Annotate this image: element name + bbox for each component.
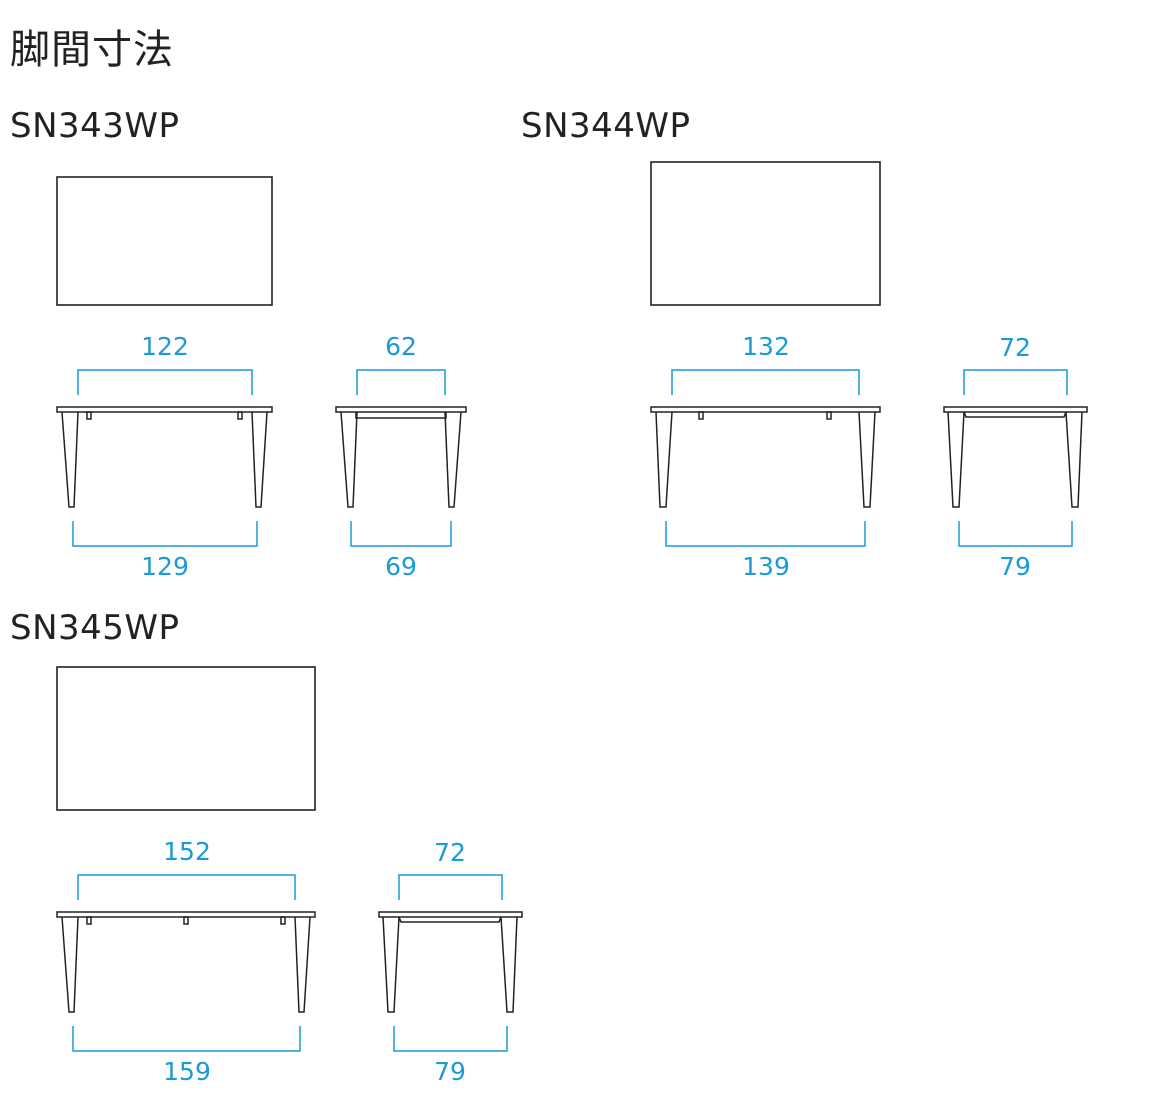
sn345wp-front-view — [56, 911, 316, 1013]
sn343wp-front-leg-span: 129 — [141, 552, 189, 581]
sn345wp-top-view — [56, 666, 316, 811]
model-label-sn343wp: SN343WP — [10, 106, 180, 146]
table-leg — [1065, 411, 1083, 508]
top-span-bracket — [963, 369, 1068, 395]
apron-block — [86, 411, 92, 420]
table-top-edge — [943, 406, 1088, 413]
table-top-edge — [335, 406, 467, 413]
leg-span-bracket — [958, 521, 1073, 547]
sn344wp-top-view — [650, 161, 881, 306]
leg-span-bracket — [72, 1026, 301, 1052]
top-span-bracket — [77, 369, 253, 395]
table-leg — [340, 411, 358, 508]
table-leg — [61, 916, 79, 1013]
table-leg — [61, 411, 79, 508]
side-apron — [398, 916, 502, 923]
table-leg — [251, 411, 268, 508]
sn344wp-side-top-span: 72 — [999, 333, 1031, 362]
sn344wp-front-top-span: 132 — [742, 332, 790, 361]
table-top-edge — [650, 406, 881, 413]
sn343wp-diagram: 122 129 62 69 — [56, 176, 467, 581]
table-leg — [947, 411, 965, 508]
apron-block — [237, 411, 243, 420]
sn343wp-front-view — [56, 406, 273, 508]
side-apron — [963, 411, 1067, 418]
table-leg — [858, 411, 876, 508]
sn343wp-side-view — [335, 406, 467, 508]
apron-block — [826, 411, 832, 420]
table-leg — [500, 916, 518, 1013]
top-span-bracket — [671, 369, 860, 395]
sn343wp-side-dimensions — [350, 369, 452, 547]
table-top-edge — [378, 911, 523, 918]
sn343wp-top-view — [56, 176, 273, 306]
sn345wp-side-leg-span: 79 — [434, 1057, 466, 1086]
sn343wp-front-top-span: 122 — [141, 332, 189, 361]
sn344wp-front-view — [650, 406, 881, 508]
sn345wp-front-top-span: 152 — [163, 837, 211, 866]
page-title: 脚間寸法 — [10, 27, 174, 73]
sn345wp-side-view — [378, 911, 523, 1013]
sn344wp-diagram: 132 139 72 79 — [650, 161, 1088, 581]
sn345wp-side-dimensions — [393, 874, 508, 1052]
apron-block — [86, 916, 92, 925]
table-leg — [444, 411, 462, 508]
sn344wp-side-leg-span: 79 — [999, 552, 1031, 581]
apron-block — [183, 916, 189, 925]
top-span-bracket — [398, 874, 503, 900]
top-span-bracket — [77, 874, 296, 900]
apron-block — [698, 411, 704, 420]
top-span-bracket — [356, 369, 446, 395]
side-apron — [355, 412, 447, 419]
sn345wp-side-top-span: 72 — [434, 838, 466, 867]
apron-block — [280, 916, 286, 925]
model-label-sn344wp: SN344WP — [521, 106, 691, 146]
leg-span-bracket — [665, 521, 866, 547]
leg-span-bracket — [393, 1026, 508, 1052]
table-leg — [655, 411, 673, 508]
table-leg — [294, 916, 311, 1013]
table-top-edge — [56, 406, 273, 413]
model-label-sn345wp: SN345WP — [10, 608, 180, 648]
sn344wp-side-dimensions — [958, 369, 1073, 547]
sn345wp-diagram: 152 159 72 79 — [56, 666, 523, 1086]
sn343wp-side-leg-span: 69 — [385, 552, 417, 581]
sn344wp-side-view — [943, 406, 1088, 508]
leg-span-bracket — [350, 521, 452, 547]
sn344wp-front-dimensions — [665, 369, 866, 547]
leg-span-bracket — [72, 521, 258, 547]
sn343wp-front-dimensions — [72, 369, 258, 547]
sn343wp-side-top-span: 62 — [385, 332, 417, 361]
table-leg — [382, 916, 400, 1013]
sn344wp-front-leg-span: 139 — [742, 552, 790, 581]
sn345wp-front-leg-span: 159 — [163, 1057, 211, 1086]
sn345wp-front-dimensions — [72, 874, 301, 1052]
